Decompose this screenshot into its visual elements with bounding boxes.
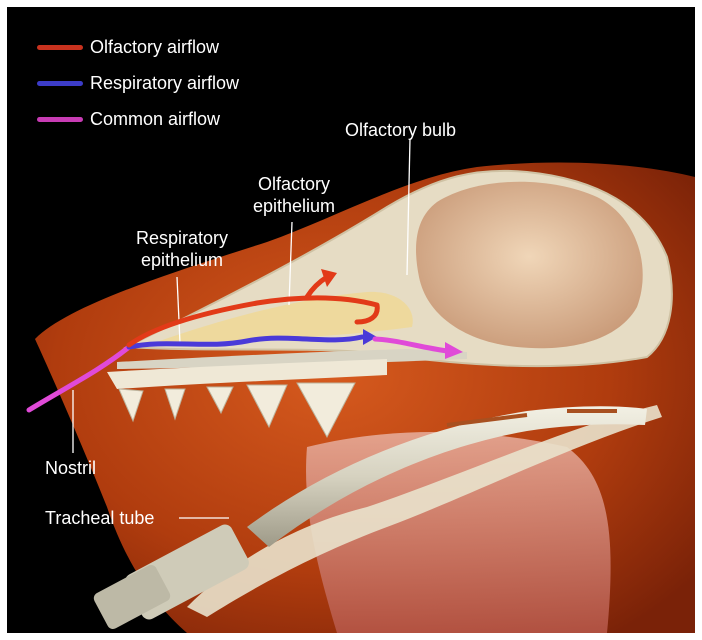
label-respiratory-epithelium-line1: Respiratory (122, 227, 242, 249)
legend-swatch-respiratory (37, 81, 83, 86)
legend-label-respiratory: Respiratory airflow (90, 73, 239, 94)
label-olfactory-bulb: Olfactory bulb (345, 119, 456, 141)
label-olfactory-epithelium-line1: Olfactory (239, 173, 349, 195)
dog-head-ct-render (7, 7, 695, 633)
legend-swatch-olfactory (37, 45, 83, 50)
ct-scan-figure: Olfactory airflow Respiratory airflow Co… (7, 7, 695, 633)
legend-swatch-common (37, 117, 83, 122)
label-tracheal-tube: Tracheal tube (45, 507, 154, 529)
legend-item-respiratory: Respiratory airflow (37, 71, 239, 95)
legend-label-olfactory: Olfactory airflow (90, 37, 219, 58)
legend-item-olfactory: Olfactory airflow (37, 35, 219, 59)
label-respiratory-epithelium: Respiratory epithelium (122, 227, 242, 271)
legend-label-common: Common airflow (90, 109, 220, 130)
label-olfactory-epithelium: Olfactory epithelium (239, 173, 349, 217)
label-nostril: Nostril (45, 457, 96, 479)
label-olfactory-epithelium-line2: epithelium (239, 195, 349, 217)
label-respiratory-epithelium-line2: epithelium (122, 249, 242, 271)
brain (416, 182, 643, 348)
legend-item-common: Common airflow (37, 107, 220, 131)
